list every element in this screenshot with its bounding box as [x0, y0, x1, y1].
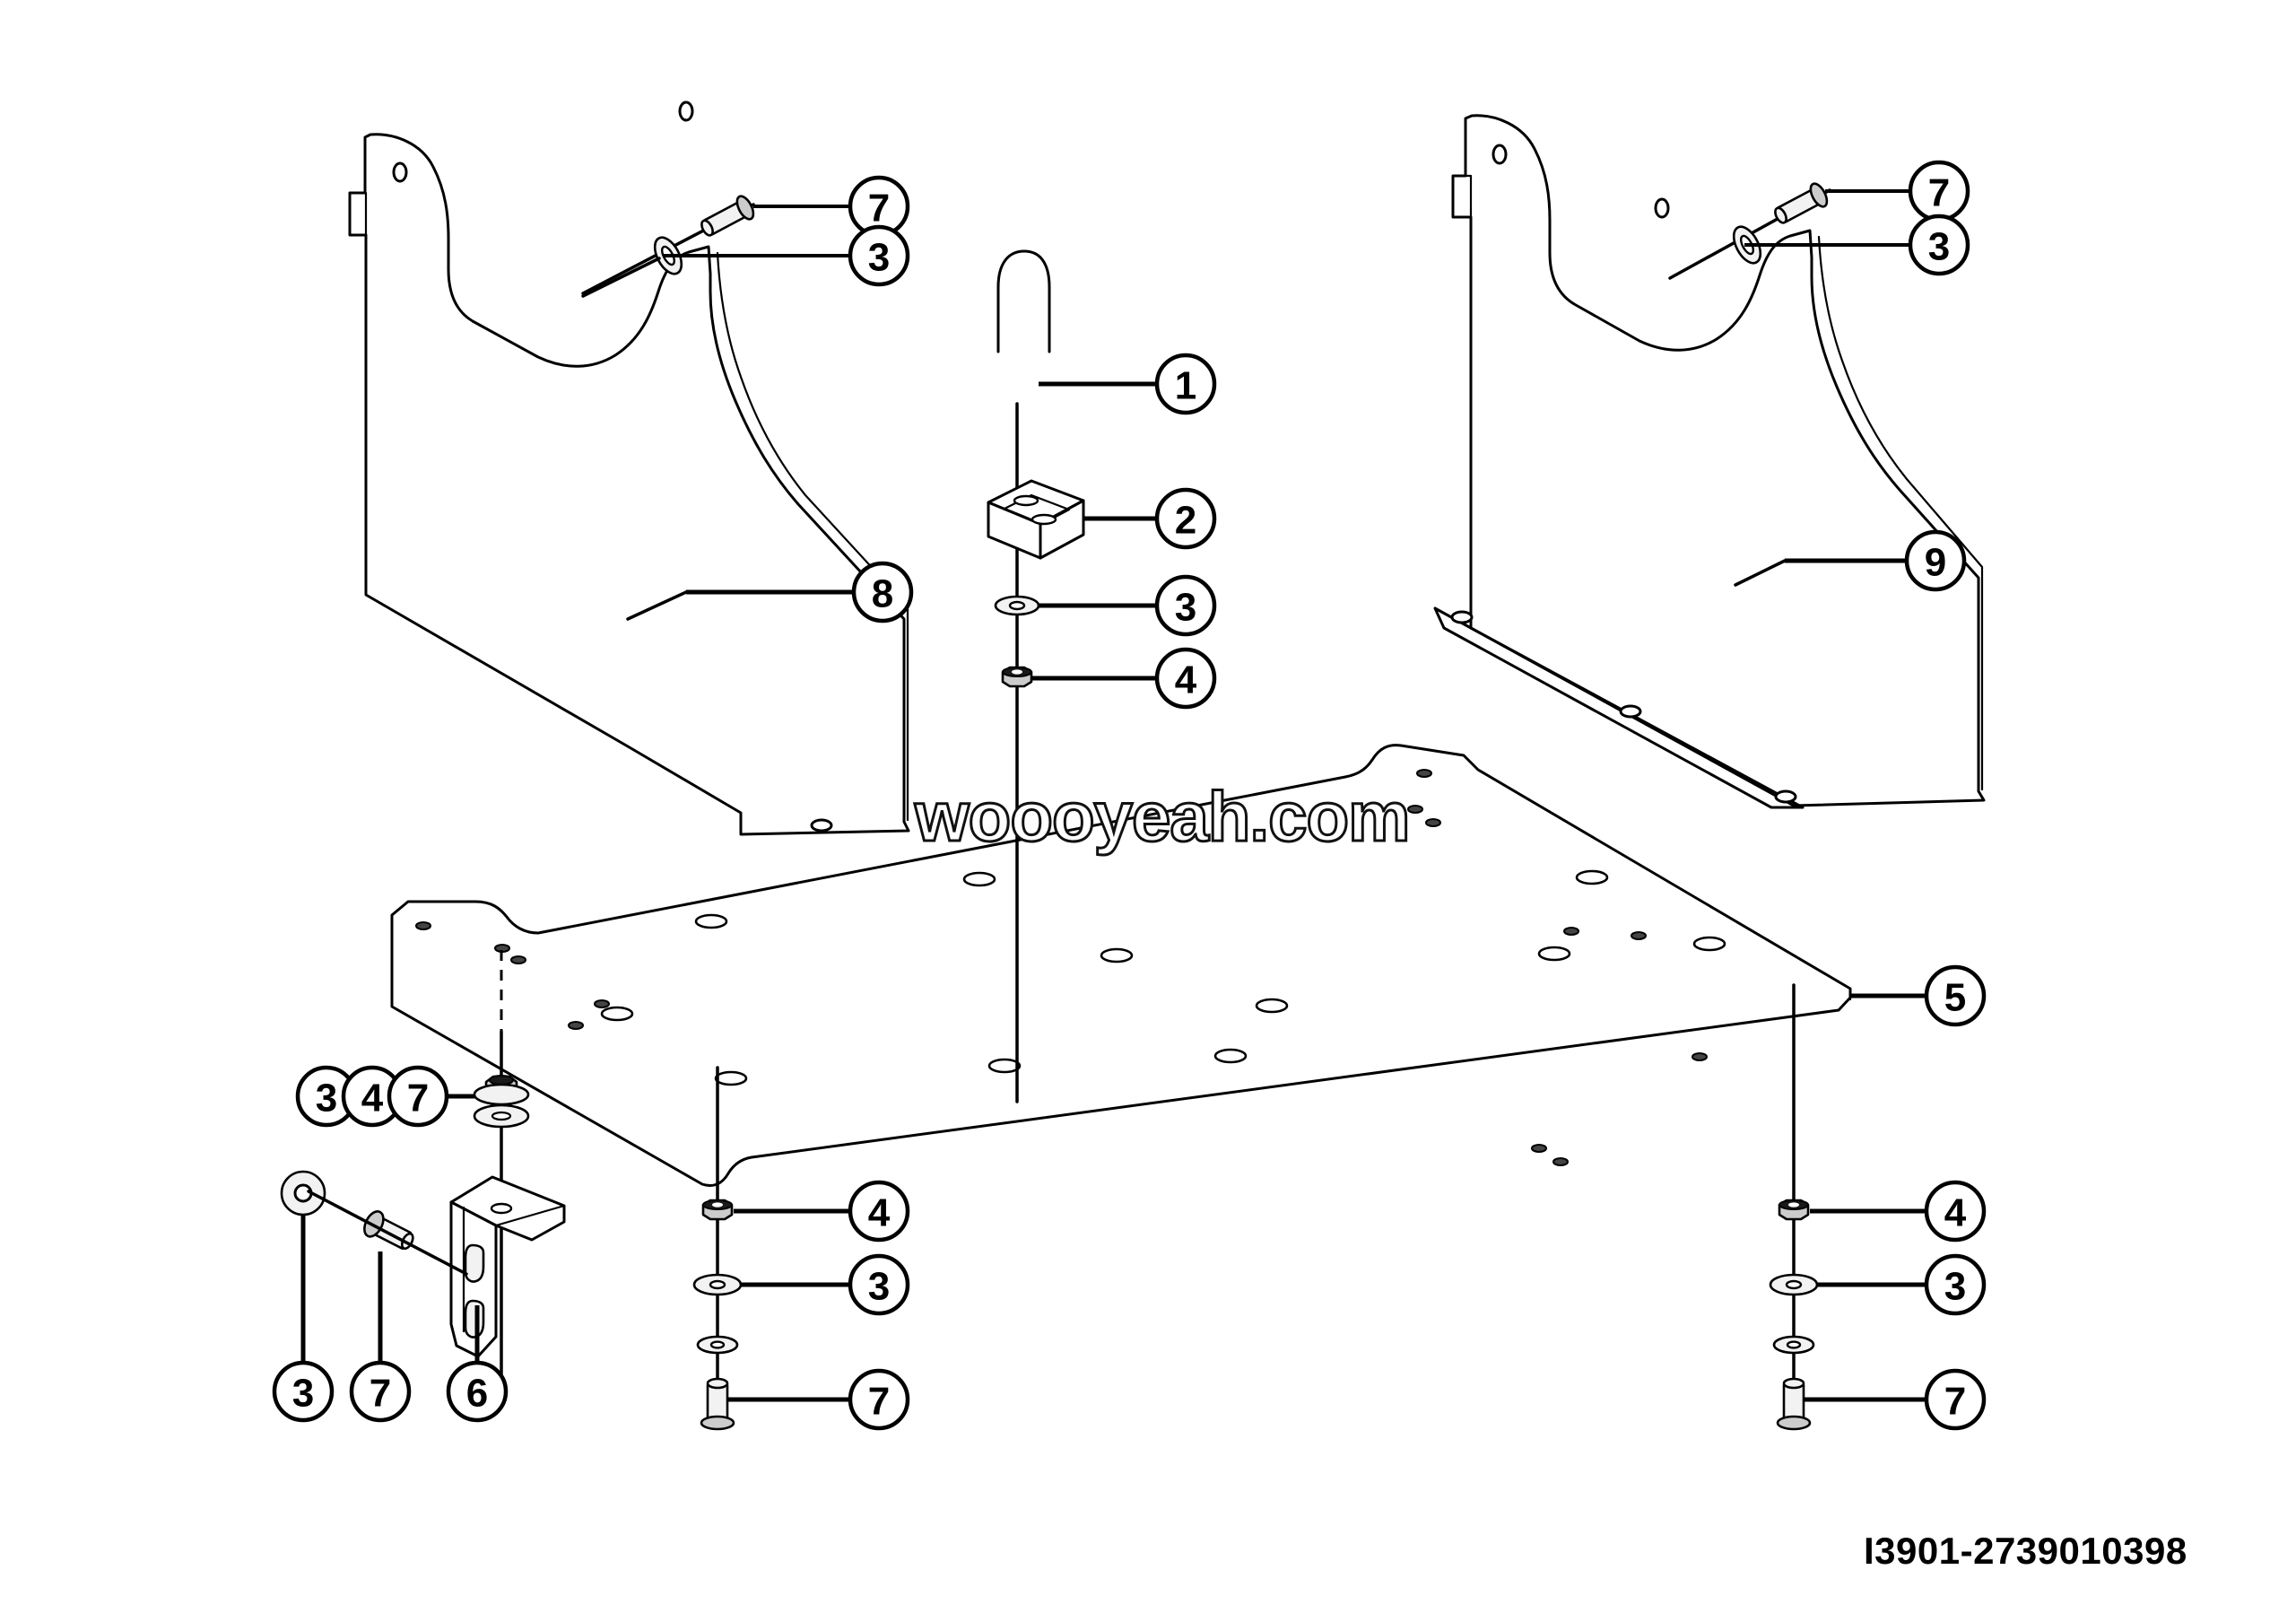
- l-bracket-part: [449, 1175, 566, 1358]
- callout-circle: [349, 1360, 412, 1423]
- callout-number: 7: [1928, 171, 1950, 215]
- callout-bubble-3[interactable]: 3: [1908, 214, 1970, 276]
- callout-circle: [272, 1360, 335, 1423]
- callout-circle: [387, 1065, 449, 1128]
- callout-circle: [1154, 574, 1217, 637]
- center-bottom-fastener-stack: [692, 1066, 743, 1431]
- callout-number: 4: [1944, 1191, 1967, 1235]
- callout-circle: [851, 561, 914, 624]
- callout-bubble-5[interactable]: 5: [1924, 964, 1987, 1027]
- callout-number: 6: [466, 1372, 488, 1416]
- right-bottom-fastener-stack: [1769, 983, 1819, 1431]
- callout-circle: [848, 224, 910, 287]
- callout-bubble-7[interactable]: 7: [1924, 1368, 1987, 1431]
- callout-bubble-7[interactable]: 7: [848, 1368, 910, 1431]
- callout-number: 4: [868, 1191, 891, 1235]
- part-number-label: I3901-2739010398: [1864, 1530, 2187, 1572]
- clamp-block-part: [987, 479, 1085, 560]
- callout-number: 3: [292, 1372, 314, 1416]
- callout-bubble-3[interactable]: 3: [295, 1065, 358, 1128]
- callout-number: 4: [1175, 658, 1197, 702]
- callout-circle: [1924, 1180, 1987, 1243]
- callout-bubble-9[interactable]: 9: [1904, 529, 1967, 592]
- callout-bubble-4[interactable]: 4: [848, 1180, 910, 1243]
- callout-number: 7: [370, 1372, 391, 1416]
- left-bottom-assembly: [280, 1030, 566, 1383]
- left-support-bracket-part: [348, 100, 910, 836]
- callout-number: 7: [868, 1380, 890, 1424]
- callout-bubble-7[interactable]: 7: [387, 1065, 449, 1128]
- callout-number: 7: [1944, 1380, 1966, 1424]
- callout-number: 5: [1944, 976, 1966, 1020]
- right-support-bracket-part: [1433, 114, 1986, 809]
- callout-number: 3: [316, 1077, 337, 1121]
- callout-number: 3: [868, 236, 890, 280]
- callout-number: 7: [407, 1077, 429, 1121]
- callout-number: 3: [868, 1265, 890, 1309]
- callout-bubble-7[interactable]: 7: [1908, 160, 1970, 222]
- leader-lines: [300, 189, 1926, 1402]
- callout-number: 4: [361, 1077, 384, 1121]
- callout-bubble-7[interactable]: 7: [848, 175, 910, 238]
- callout-bubble-3[interactable]: 3: [1924, 1253, 1987, 1316]
- callout-bubble-3[interactable]: 3: [848, 224, 910, 287]
- callout-bubble-4[interactable]: 4: [1924, 1180, 1987, 1243]
- callout-circle: [848, 1253, 910, 1316]
- callout-circle: [1904, 529, 1967, 592]
- callout-circle: [1154, 353, 1217, 415]
- callout-circle: [1908, 214, 1970, 276]
- callout-bubble-1[interactable]: 1: [1154, 353, 1217, 415]
- callout-circle: [1924, 1368, 1987, 1431]
- callout-circle: [1154, 647, 1217, 710]
- callout-bubble-8[interactable]: 8: [851, 561, 914, 624]
- callout-number: 9: [1925, 541, 1946, 585]
- center-nut-part: [1001, 666, 1033, 688]
- callout-number: 1: [1175, 364, 1196, 408]
- center-washer-part: [994, 595, 1040, 616]
- u-bolt-part: [996, 249, 1051, 353]
- callout-bubble-6[interactable]: 6: [446, 1360, 509, 1423]
- callout-number: 3: [1928, 225, 1950, 269]
- callout-bubble-4[interactable]: 4: [1154, 647, 1217, 710]
- left-washer-part: [280, 1170, 326, 1216]
- callout-bubble-2[interactable]: 2: [1154, 487, 1217, 550]
- callout-number: 8: [872, 572, 893, 616]
- nut-washer-stack: [473, 1075, 530, 1129]
- callout-number: 3: [1944, 1265, 1966, 1309]
- callout-number: 7: [868, 187, 890, 231]
- callout-circle: [1924, 1253, 1987, 1316]
- callout-bubble-3[interactable]: 3: [1154, 574, 1217, 637]
- left-bracket-fastener-group: [581, 195, 755, 295]
- callout-bubble-7[interactable]: 7: [349, 1360, 412, 1423]
- callout-circle: [1154, 487, 1217, 550]
- callout-bubble-3[interactable]: 3: [848, 1253, 910, 1316]
- callout-number: 3: [1175, 586, 1196, 630]
- callout-circle: [848, 1368, 910, 1431]
- right-bracket-fastener-group: [1668, 182, 1831, 280]
- callout-bubble-3[interactable]: 3: [272, 1360, 335, 1423]
- callout-circle: [848, 1180, 910, 1243]
- callout-number: 2: [1175, 499, 1196, 543]
- callout-circle: [446, 1360, 509, 1423]
- callout-bubble-4[interactable]: 4: [341, 1065, 404, 1128]
- callout-circle: [1924, 964, 1987, 1027]
- base-plate-part: [390, 744, 1852, 1187]
